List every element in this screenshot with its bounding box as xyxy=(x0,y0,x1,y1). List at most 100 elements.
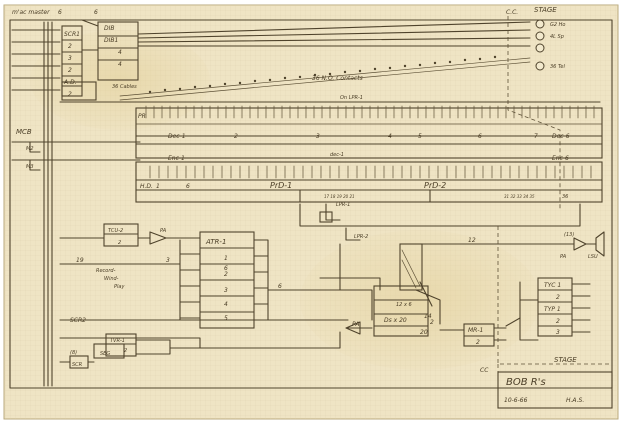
text-labels: m'ac master 6 6 SCR1 DIB DIB1 2 4 3 4 2 … xyxy=(12,6,598,404)
n5-label: 5 xyxy=(418,133,422,140)
enc6-label: Enc-6 xyxy=(552,155,569,162)
atr-num-1: 1 xyxy=(224,255,228,262)
tyc3-label: TYP 1 xyxy=(544,306,561,313)
mcb-label: MCB xyxy=(16,128,32,136)
tvr-label: TVR-1 xyxy=(110,338,125,344)
atr-num-4: 4 xyxy=(224,301,228,308)
lsu-label: LSU xyxy=(588,254,598,260)
g2-label: 6 xyxy=(94,9,98,16)
prd2-label: PrD-2 xyxy=(424,181,446,190)
out1-label: G2 Ho xyxy=(550,22,565,28)
distributor-block xyxy=(345,243,561,337)
pa3-label: PA xyxy=(352,321,359,328)
enc-ticks xyxy=(149,165,592,179)
scr1-label: SCR1 xyxy=(64,31,80,38)
dsa-label: Ds x 20 xyxy=(384,317,407,324)
cable-fan xyxy=(119,21,531,101)
mcb2-label: M2 xyxy=(26,146,34,152)
r5-label: 2 xyxy=(68,67,72,74)
tcu2-label: 2 xyxy=(118,240,121,246)
n7-label: 7 xyxy=(534,133,538,140)
initials-label: H.A.S. xyxy=(566,397,584,404)
r3-label: 3 xyxy=(68,55,72,62)
speaker-out xyxy=(559,231,605,257)
n3-label: 3 xyxy=(316,133,320,140)
encoder-rows xyxy=(135,161,603,203)
nums-a-label: 17 18 19 20 21 xyxy=(324,194,355,199)
n1b-label: 1 xyxy=(156,183,160,190)
cc-top-label: C.C. xyxy=(506,9,518,16)
mcb-switches xyxy=(11,141,141,171)
pa2-label: PA xyxy=(560,254,567,260)
r4-label: 4 xyxy=(118,61,122,68)
tvr2-label: 2 xyxy=(124,348,127,354)
stage-bot-label: STAGE xyxy=(554,356,577,364)
play-label: Play xyxy=(114,284,125,290)
contacts-label: 36 N.O. Contacts xyxy=(312,75,363,82)
onlpr-label: On LPR-1 xyxy=(340,95,363,101)
dsb-label: 12 x 6 xyxy=(396,302,412,308)
n12-label: 12 xyxy=(468,237,476,244)
hd-label: H.D. xyxy=(140,183,153,190)
n6c-label: 6 xyxy=(278,283,282,290)
out3-label: 36 Tel xyxy=(550,64,565,70)
dib-block xyxy=(81,19,139,81)
dib-label: DIB xyxy=(104,25,115,32)
pr-ticks xyxy=(145,105,595,119)
title-name: BOB R's xyxy=(506,377,546,388)
n2-label: 2 xyxy=(234,133,238,140)
tyc-label: TYC 1 xyxy=(544,282,561,289)
ad-label: A.D. xyxy=(63,79,77,86)
stage-top-label: STAGE xyxy=(534,6,557,14)
tcu-label: TCU-2 xyxy=(108,228,123,234)
wind-label: Wind- xyxy=(104,276,119,282)
cables-label: 36 Cables xyxy=(112,84,137,90)
n2b-label: 2 xyxy=(430,319,434,326)
contact-dots xyxy=(148,55,497,94)
n6b-label: 6 xyxy=(186,183,190,190)
stage-outputs xyxy=(507,16,561,210)
atr-num-3: 3 xyxy=(224,287,228,294)
ad-cable-label: 2 xyxy=(68,91,72,98)
mr2-label: 2 xyxy=(476,339,480,346)
dec-mid-label: dec-1 xyxy=(330,152,344,158)
g1-label: 6 xyxy=(58,9,62,16)
scr-stack xyxy=(61,25,97,101)
record-label: Record- xyxy=(96,268,116,274)
atr-num-2: 2 xyxy=(224,271,228,278)
seg-label: SEG xyxy=(100,351,110,357)
title-block xyxy=(497,371,613,409)
lpr1-label: LPR-1 xyxy=(336,202,350,208)
r2-label: 4 xyxy=(118,49,122,56)
n36-label: 36 xyxy=(562,194,568,200)
dec1-label: Dec-1 xyxy=(168,133,186,140)
n3c-label: 3 xyxy=(166,257,170,264)
dib1-label: DIB1 xyxy=(104,37,118,44)
out2-label: 4L Sp xyxy=(550,34,564,40)
dec6-label: Dec-6 xyxy=(552,133,570,140)
mcb3-label: M3 xyxy=(26,164,34,170)
cc-bot-label: CC xyxy=(480,367,489,374)
scr3-label: SCR xyxy=(72,362,82,368)
date-label: 10-6-66 xyxy=(504,397,528,404)
tcu-block xyxy=(59,223,201,247)
mr-relay xyxy=(439,317,521,347)
tyc2-label: 2 xyxy=(556,294,560,301)
n8-label: (8) xyxy=(70,350,77,356)
pr-bus xyxy=(59,101,603,159)
atr-num-5: 5 xyxy=(224,315,228,322)
enc1-label: Enc-1 xyxy=(168,155,185,162)
mac-master-label: m'ac master xyxy=(12,9,50,16)
tyc4-label: 2 xyxy=(556,318,560,325)
tvr-block xyxy=(59,331,341,369)
scr2-label: SCR2 xyxy=(70,317,86,324)
n6-label: 6 xyxy=(478,133,482,140)
pr-label: PR xyxy=(138,113,146,120)
prd1-label: PrD-1 xyxy=(270,181,292,190)
n20-label: 20 xyxy=(420,329,428,336)
n13-label: (13) xyxy=(564,232,574,238)
nums-b-label: 31 32 33 34 35 xyxy=(504,194,535,199)
lpr-relays xyxy=(299,203,581,241)
